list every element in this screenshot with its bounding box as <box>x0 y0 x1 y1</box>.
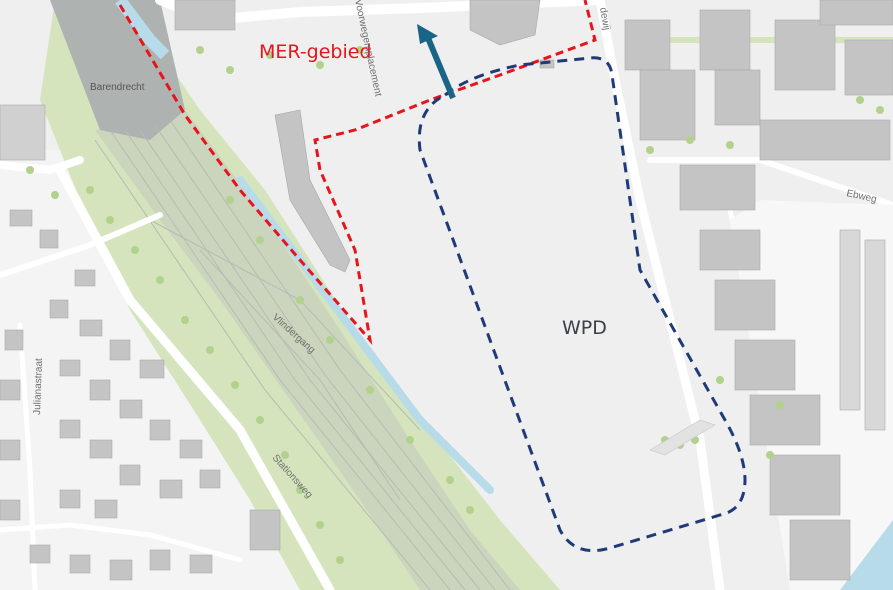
harbour-water <box>830 510 893 590</box>
label-dewij: dewij <box>597 7 612 31</box>
arrow-head-icon <box>417 24 438 44</box>
canal-top <box>115 0 170 60</box>
wpd-boundary <box>417 56 747 553</box>
rail-lines <box>94 119 511 590</box>
label-mer-gebied: MER-gebied <box>259 41 372 63</box>
label-julianastraat: Julianastraat <box>32 358 45 415</box>
canal-water <box>236 176 494 494</box>
mer-area-boundary <box>118 0 597 345</box>
label-wpd: WPD <box>562 317 607 339</box>
label-barendrecht: Barendrecht <box>90 82 145 93</box>
direction-arrow <box>417 24 456 100</box>
wpd-inner-feature <box>649 419 716 456</box>
